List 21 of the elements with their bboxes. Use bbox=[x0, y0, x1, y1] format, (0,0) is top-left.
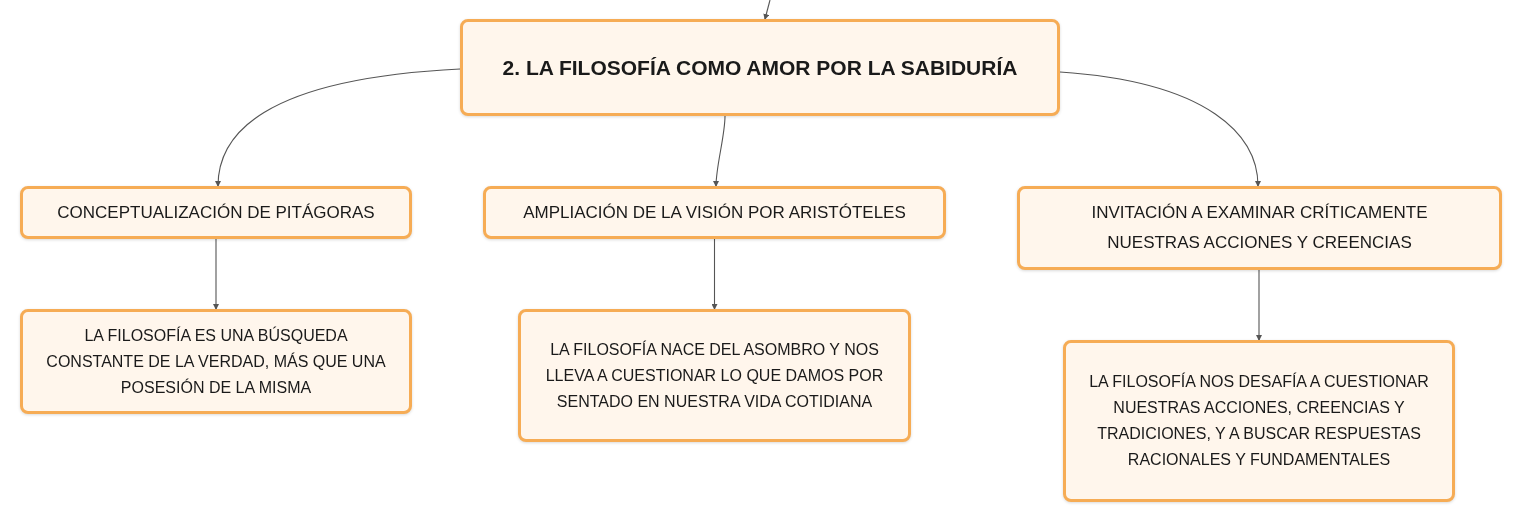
connector-arrow bbox=[215, 68, 461, 187]
connector-arrow bbox=[763, 0, 771, 20]
subtopic-box bbox=[518, 309, 911, 442]
subtopic-box bbox=[1063, 340, 1455, 502]
node-text: LA FILOSOFÍA ES UNA BÚSQUEDA CONSTANTE DE LA VERDAD, MÁS QUE UNA POSESIÓN DE LA MISMA bbox=[45, 325, 387, 398]
node-text: 2. LA FILOSOFÍA COMO AMOR POR LA SABIDURÍA bbox=[502, 54, 1018, 81]
connector-arrow bbox=[1256, 269, 1262, 341]
node-text: LA FILOSOFÍA NACE DEL ASOMBRO Y NOS LLEVA A CUESTIONAR LO QUE DAMOS POR SENTADO EN NUESTRA VIDA COTIDIANA bbox=[544, 339, 885, 412]
node-text: CONCEPTUALIZACIÓN DE PITÁGORAS bbox=[57, 201, 375, 224]
subtopic-box bbox=[483, 186, 946, 239]
subtopic-box bbox=[20, 309, 412, 414]
subtopic-box bbox=[1017, 186, 1502, 270]
topic-box bbox=[460, 19, 1060, 116]
connector-arrow bbox=[713, 115, 726, 187]
connector-arrow bbox=[213, 238, 219, 310]
subtopic-box bbox=[20, 186, 412, 239]
connector-arrow bbox=[711, 238, 718, 310]
node-text: LA FILOSOFÍA NOS DESAFÍA A CUESTIONAR NUESTRAS ACCIONES, CREENCIAS Y TRADICIONES, Y A BUSCAR RESPUESTAS RACIONALES Y FUNDAMENTALES bbox=[1088, 371, 1430, 470]
node-text: AMPLIACIÓN DE LA VISIÓN POR ARISTÓTELES bbox=[523, 201, 906, 224]
node-text: INVITACIÓN A EXAMINAR CRÍTICAMENTE NUESTRAS ACCIONES Y CREENCIAS bbox=[1090, 202, 1429, 254]
connector-arrow bbox=[1059, 71, 1261, 187]
